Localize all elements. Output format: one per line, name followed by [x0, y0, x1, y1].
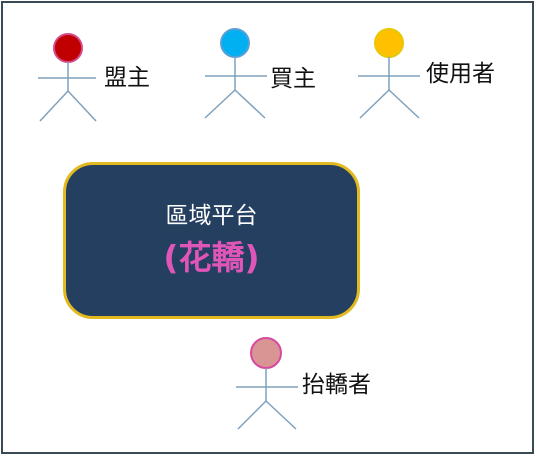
platform-title: 區域平台 [165, 203, 258, 229]
platform-box: 區域平台 (花轎) [63, 162, 360, 319]
stick-figure-mengzhu-icon [38, 33, 97, 122]
actor-label-maizhu: 買主 [270, 66, 316, 92]
stick-figure-user-icon [358, 28, 420, 119]
stick-figure-bearer-icon [236, 337, 298, 430]
platform-subtitle: (花轎) [163, 238, 260, 277]
stick-figure-maizhu-icon [204, 28, 267, 119]
actor-label-mengzhu: 盟主 [104, 65, 150, 91]
actor-label-bearer: 抬轎者 [302, 372, 371, 398]
actor-label-user: 使用者 [426, 61, 495, 87]
